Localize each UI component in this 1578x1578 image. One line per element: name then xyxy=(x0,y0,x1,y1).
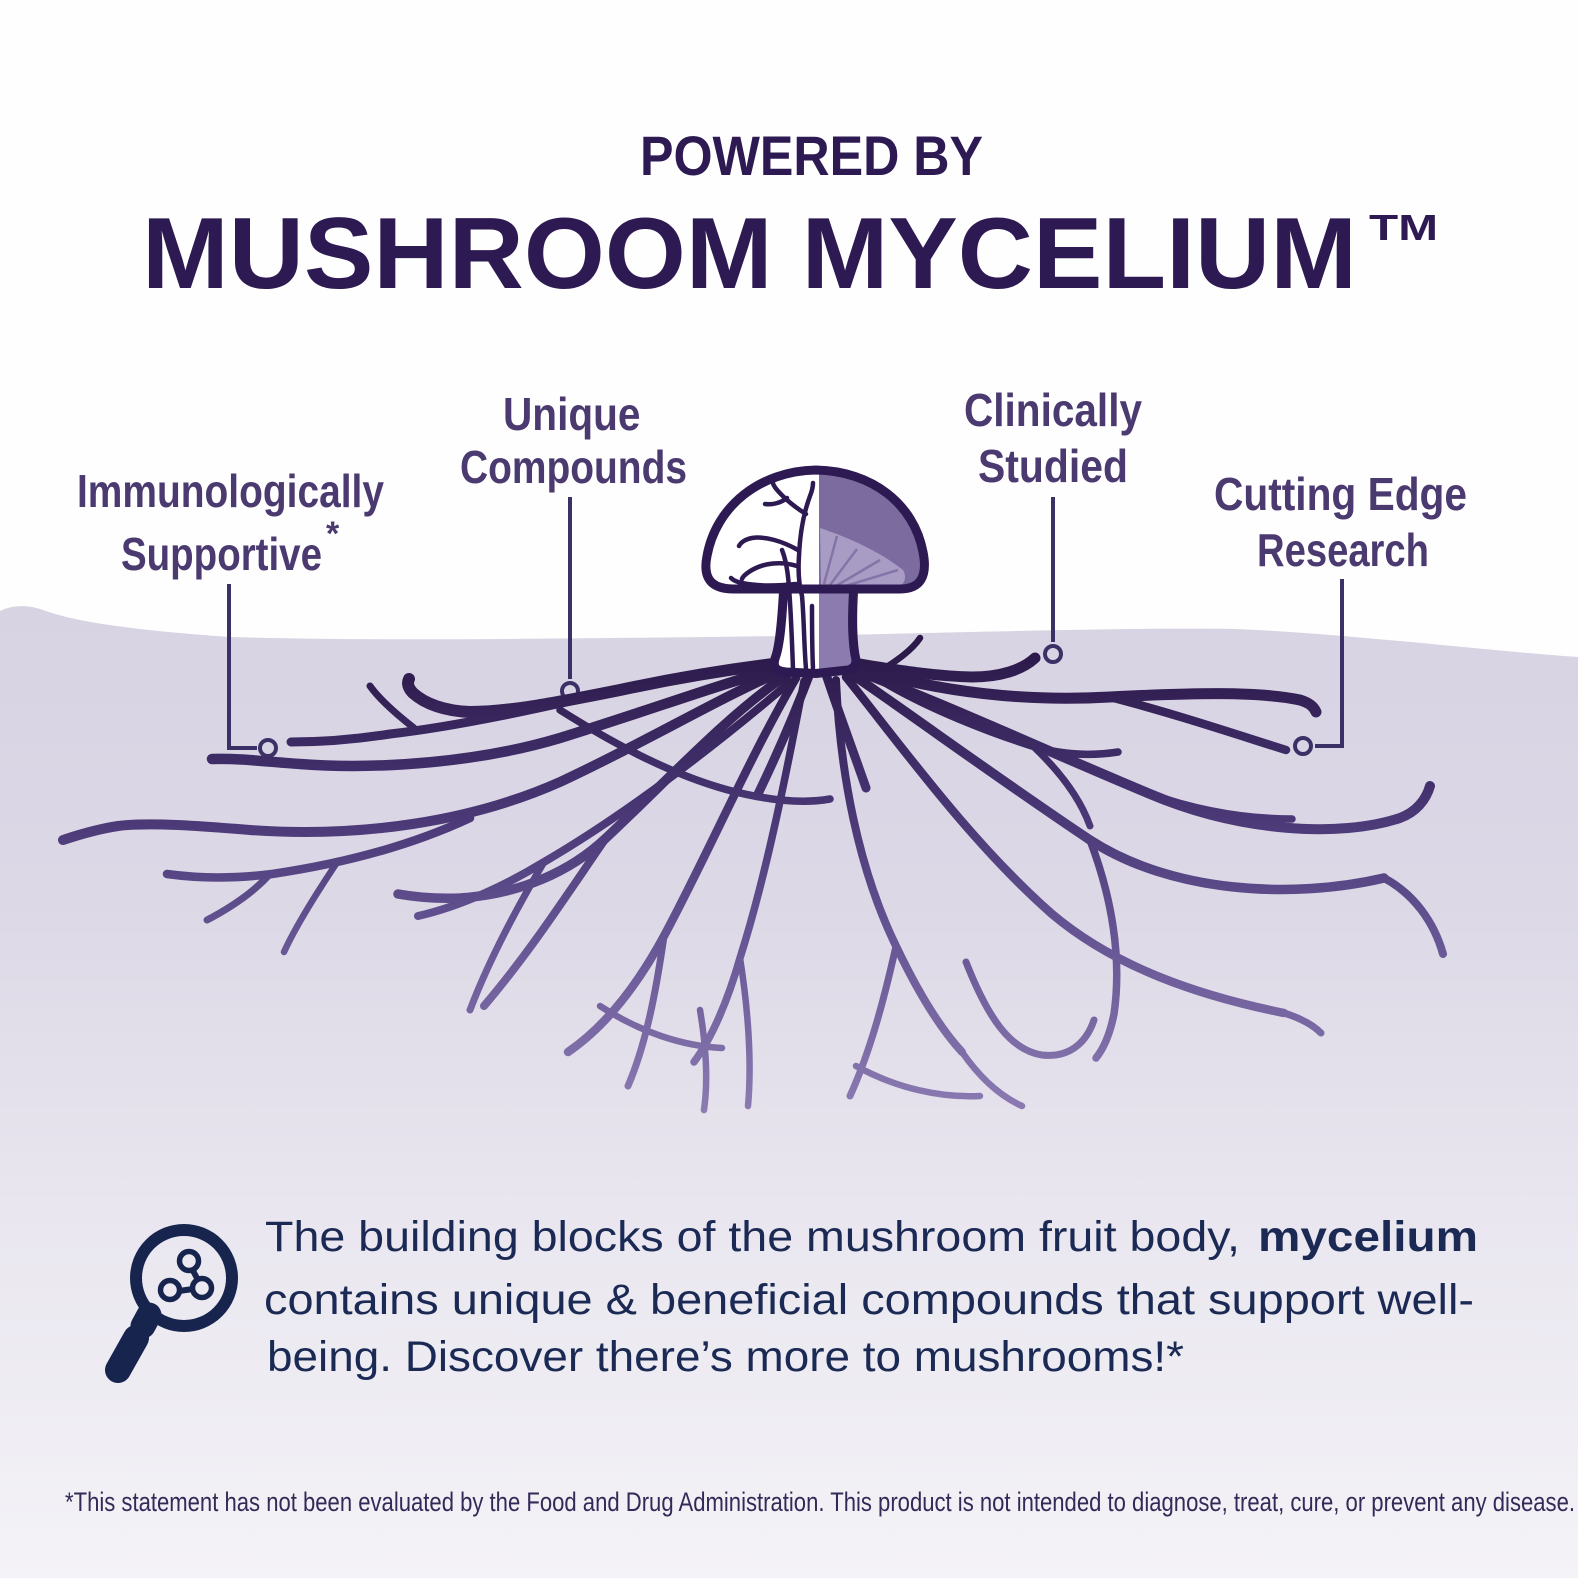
svg-text:The building blocks of the mus: The building blocks of the mushroom frui… xyxy=(265,1213,1240,1261)
svg-text:Cutting Edge: Cutting Edge xyxy=(1214,468,1467,520)
svg-text:Supportive: Supportive xyxy=(121,528,322,580)
svg-text:*: * xyxy=(326,515,340,553)
svg-text:Clinically: Clinically xyxy=(964,384,1142,436)
svg-text:mycelium: mycelium xyxy=(1258,1213,1478,1261)
svg-text:Studied: Studied xyxy=(978,440,1128,492)
svg-text:contains unique & beneficial c: contains unique & beneficial compounds t… xyxy=(264,1276,1474,1324)
svg-text:POWERED BY: POWERED BY xyxy=(640,124,983,187)
svg-text:Unique: Unique xyxy=(503,388,641,440)
svg-text:Immunologically: Immunologically xyxy=(77,465,384,517)
svg-text:MUSHROOM MYCELIUM: MUSHROOM MYCELIUM xyxy=(142,196,1357,310)
svg-text:*This statement has not been e: *This statement has not been evaluated b… xyxy=(65,1487,1575,1517)
svg-text:Compounds: Compounds xyxy=(460,441,687,493)
svg-text:Research: Research xyxy=(1257,524,1429,576)
svg-text:TM: TM xyxy=(1369,207,1438,248)
svg-text:being. Discover there’s more t: being. Discover there’s more to mushroom… xyxy=(267,1333,1184,1381)
